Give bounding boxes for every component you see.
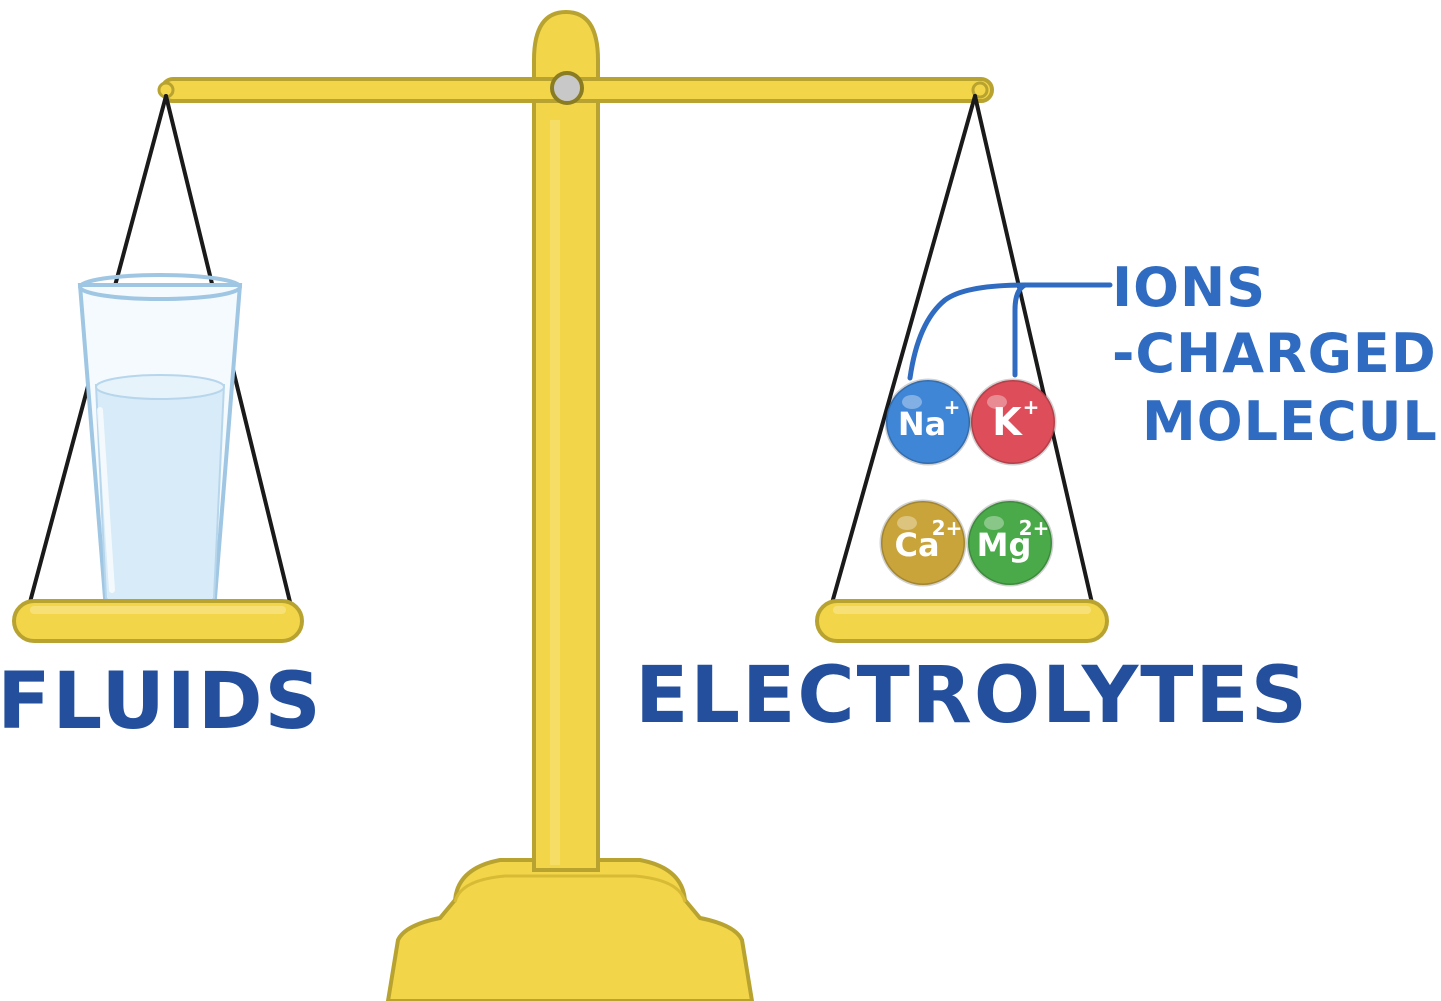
ion-k: K+ bbox=[969, 378, 1057, 466]
ion-charge: 2+ bbox=[932, 516, 963, 540]
ions-group: Na+K+Ca2+Mg2+ bbox=[879, 378, 1057, 587]
ion-sphere bbox=[879, 499, 967, 587]
left-pan bbox=[12, 599, 304, 643]
water-glass-icon bbox=[77, 273, 243, 606]
ion-symbol: Ca bbox=[894, 526, 939, 564]
ion-symbol: K bbox=[992, 400, 1023, 444]
scale-base bbox=[385, 858, 755, 1001]
right-pan bbox=[815, 599, 1109, 643]
ion-highlight bbox=[902, 395, 922, 409]
ion-sphere bbox=[966, 499, 1054, 587]
pivot-pin-icon bbox=[550, 71, 584, 105]
ion-ca: Ca2+ bbox=[879, 499, 967, 587]
callout-title: IONS bbox=[1112, 256, 1266, 319]
ion-charge: 2+ bbox=[1019, 516, 1050, 540]
callout-line1: -CHARGED bbox=[1112, 322, 1437, 385]
ion-sphere bbox=[884, 378, 972, 466]
ion-na: Na+ bbox=[884, 378, 972, 466]
electrolytes-label: ELECTROLYTES bbox=[635, 651, 1309, 741]
ion-mg: Mg2+ bbox=[966, 499, 1054, 587]
ion-charge: + bbox=[1023, 395, 1040, 419]
ion-highlight bbox=[984, 516, 1004, 530]
fluids-label: FLUIDS bbox=[0, 657, 323, 747]
right-pan-strings bbox=[830, 94, 1094, 605]
ion-charge: + bbox=[944, 395, 961, 419]
ion-symbol: Na bbox=[898, 405, 946, 443]
ions-callout: IONS -CHARGED MOLECULES bbox=[1112, 256, 1441, 453]
ion-sphere bbox=[969, 378, 1057, 466]
ion-highlight bbox=[897, 516, 917, 530]
ion-symbol: Mg bbox=[977, 526, 1032, 564]
ions-callout-lines bbox=[907, 282, 1113, 381]
scale-post bbox=[532, 9, 600, 872]
ion-highlight bbox=[987, 395, 1007, 409]
callout-line2: MOLECULES bbox=[1142, 390, 1441, 453]
